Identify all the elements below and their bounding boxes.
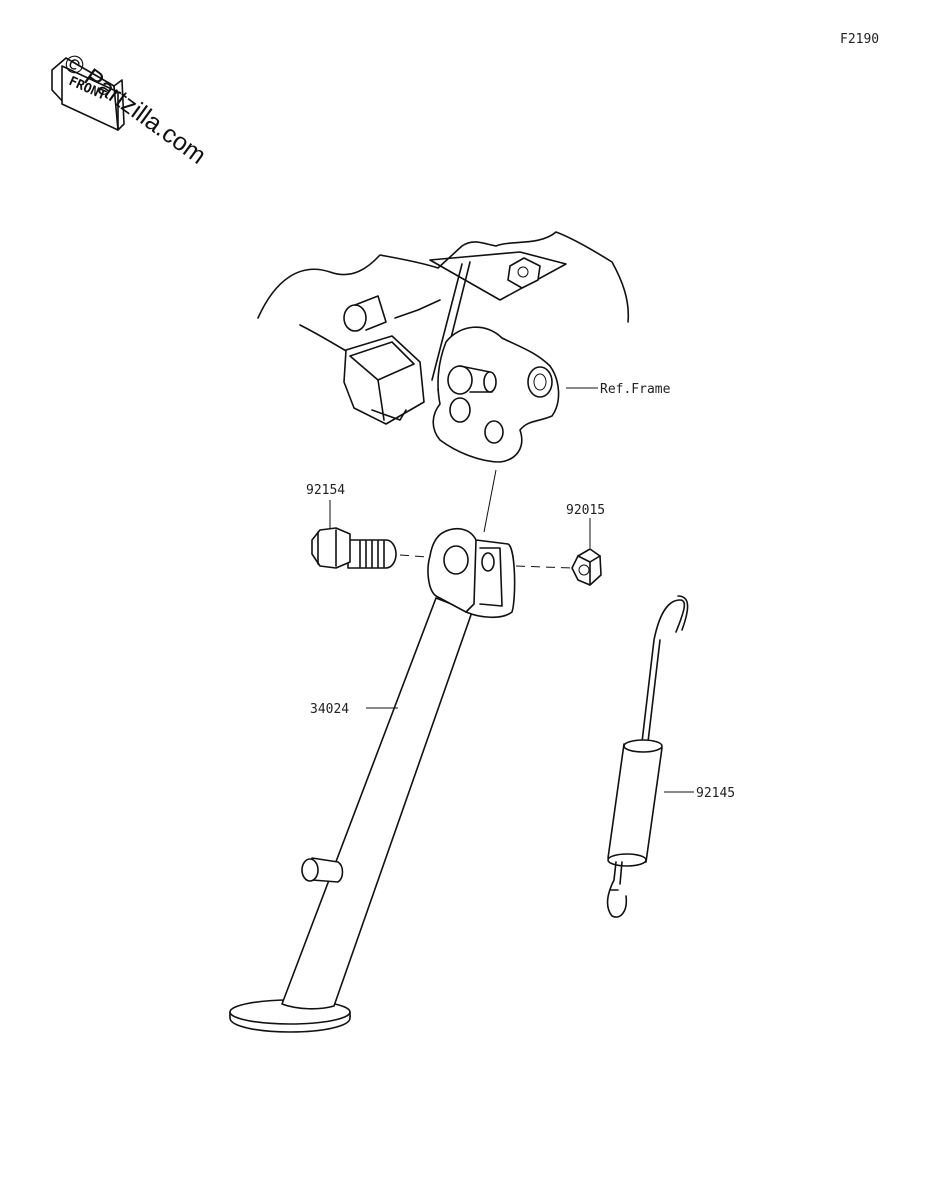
frame-assembly xyxy=(257,231,630,463)
part-label-92154: 92154 xyxy=(306,483,345,498)
part-label-34024: 34024 xyxy=(310,702,349,717)
nut-92015 xyxy=(571,548,602,586)
part-label-92015: 92015 xyxy=(566,503,605,518)
spring-92145 xyxy=(606,595,689,918)
diagram-code: F2190 xyxy=(840,32,879,47)
assembly-line xyxy=(483,469,497,533)
side-stand-34024 xyxy=(229,527,516,1033)
bolt-92154 xyxy=(311,527,397,569)
front-arrow-icon: FRONT xyxy=(51,57,125,131)
part-label-92145: 92145 xyxy=(696,786,735,801)
ref-frame-label: Ref.Frame xyxy=(600,382,671,397)
